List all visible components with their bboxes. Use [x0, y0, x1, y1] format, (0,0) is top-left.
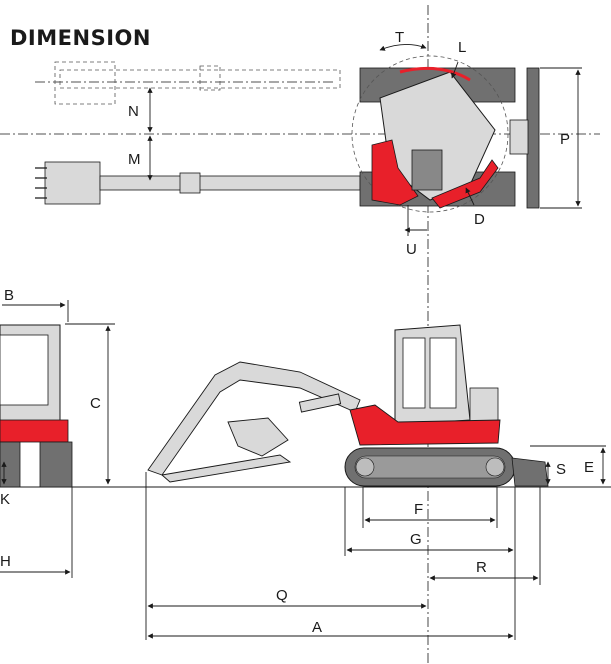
swung-arm-ghost	[54, 61, 341, 105]
label-S: S	[556, 461, 566, 478]
upper-structure-side-view	[349, 324, 501, 446]
label-K: K	[0, 491, 10, 508]
label-D: D	[474, 211, 485, 228]
label-F: F	[414, 501, 423, 518]
dimension-labels: T L N M P D U B C K H E S F G R Q A	[0, 29, 594, 636]
label-B: B	[4, 287, 14, 304]
label-C: C	[90, 395, 101, 412]
side-view	[0, 300, 611, 640]
front-view-machine	[0, 324, 73, 488]
dimension-lines-top	[147, 43, 582, 236]
bucket-top-view	[35, 161, 361, 205]
upper-structure-top-view	[371, 66, 499, 209]
dimension-lines-side	[0, 300, 606, 640]
label-Q: Q	[276, 587, 288, 604]
label-R: R	[476, 559, 487, 576]
top-view	[35, 43, 582, 236]
label-L: L	[458, 39, 466, 56]
boom-arm-side-view	[147, 361, 361, 483]
label-P: P	[560, 131, 570, 148]
label-G: G	[410, 531, 422, 548]
label-A: A	[312, 619, 322, 636]
label-M: M	[128, 151, 141, 168]
label-T: T	[395, 29, 404, 46]
undercarriage-side-view	[344, 447, 549, 487]
diagram-title: DIMENSION	[10, 26, 151, 50]
label-N: N	[128, 103, 139, 120]
label-E: E	[584, 459, 594, 476]
label-H: H	[0, 553, 11, 570]
label-U: U	[406, 241, 417, 258]
